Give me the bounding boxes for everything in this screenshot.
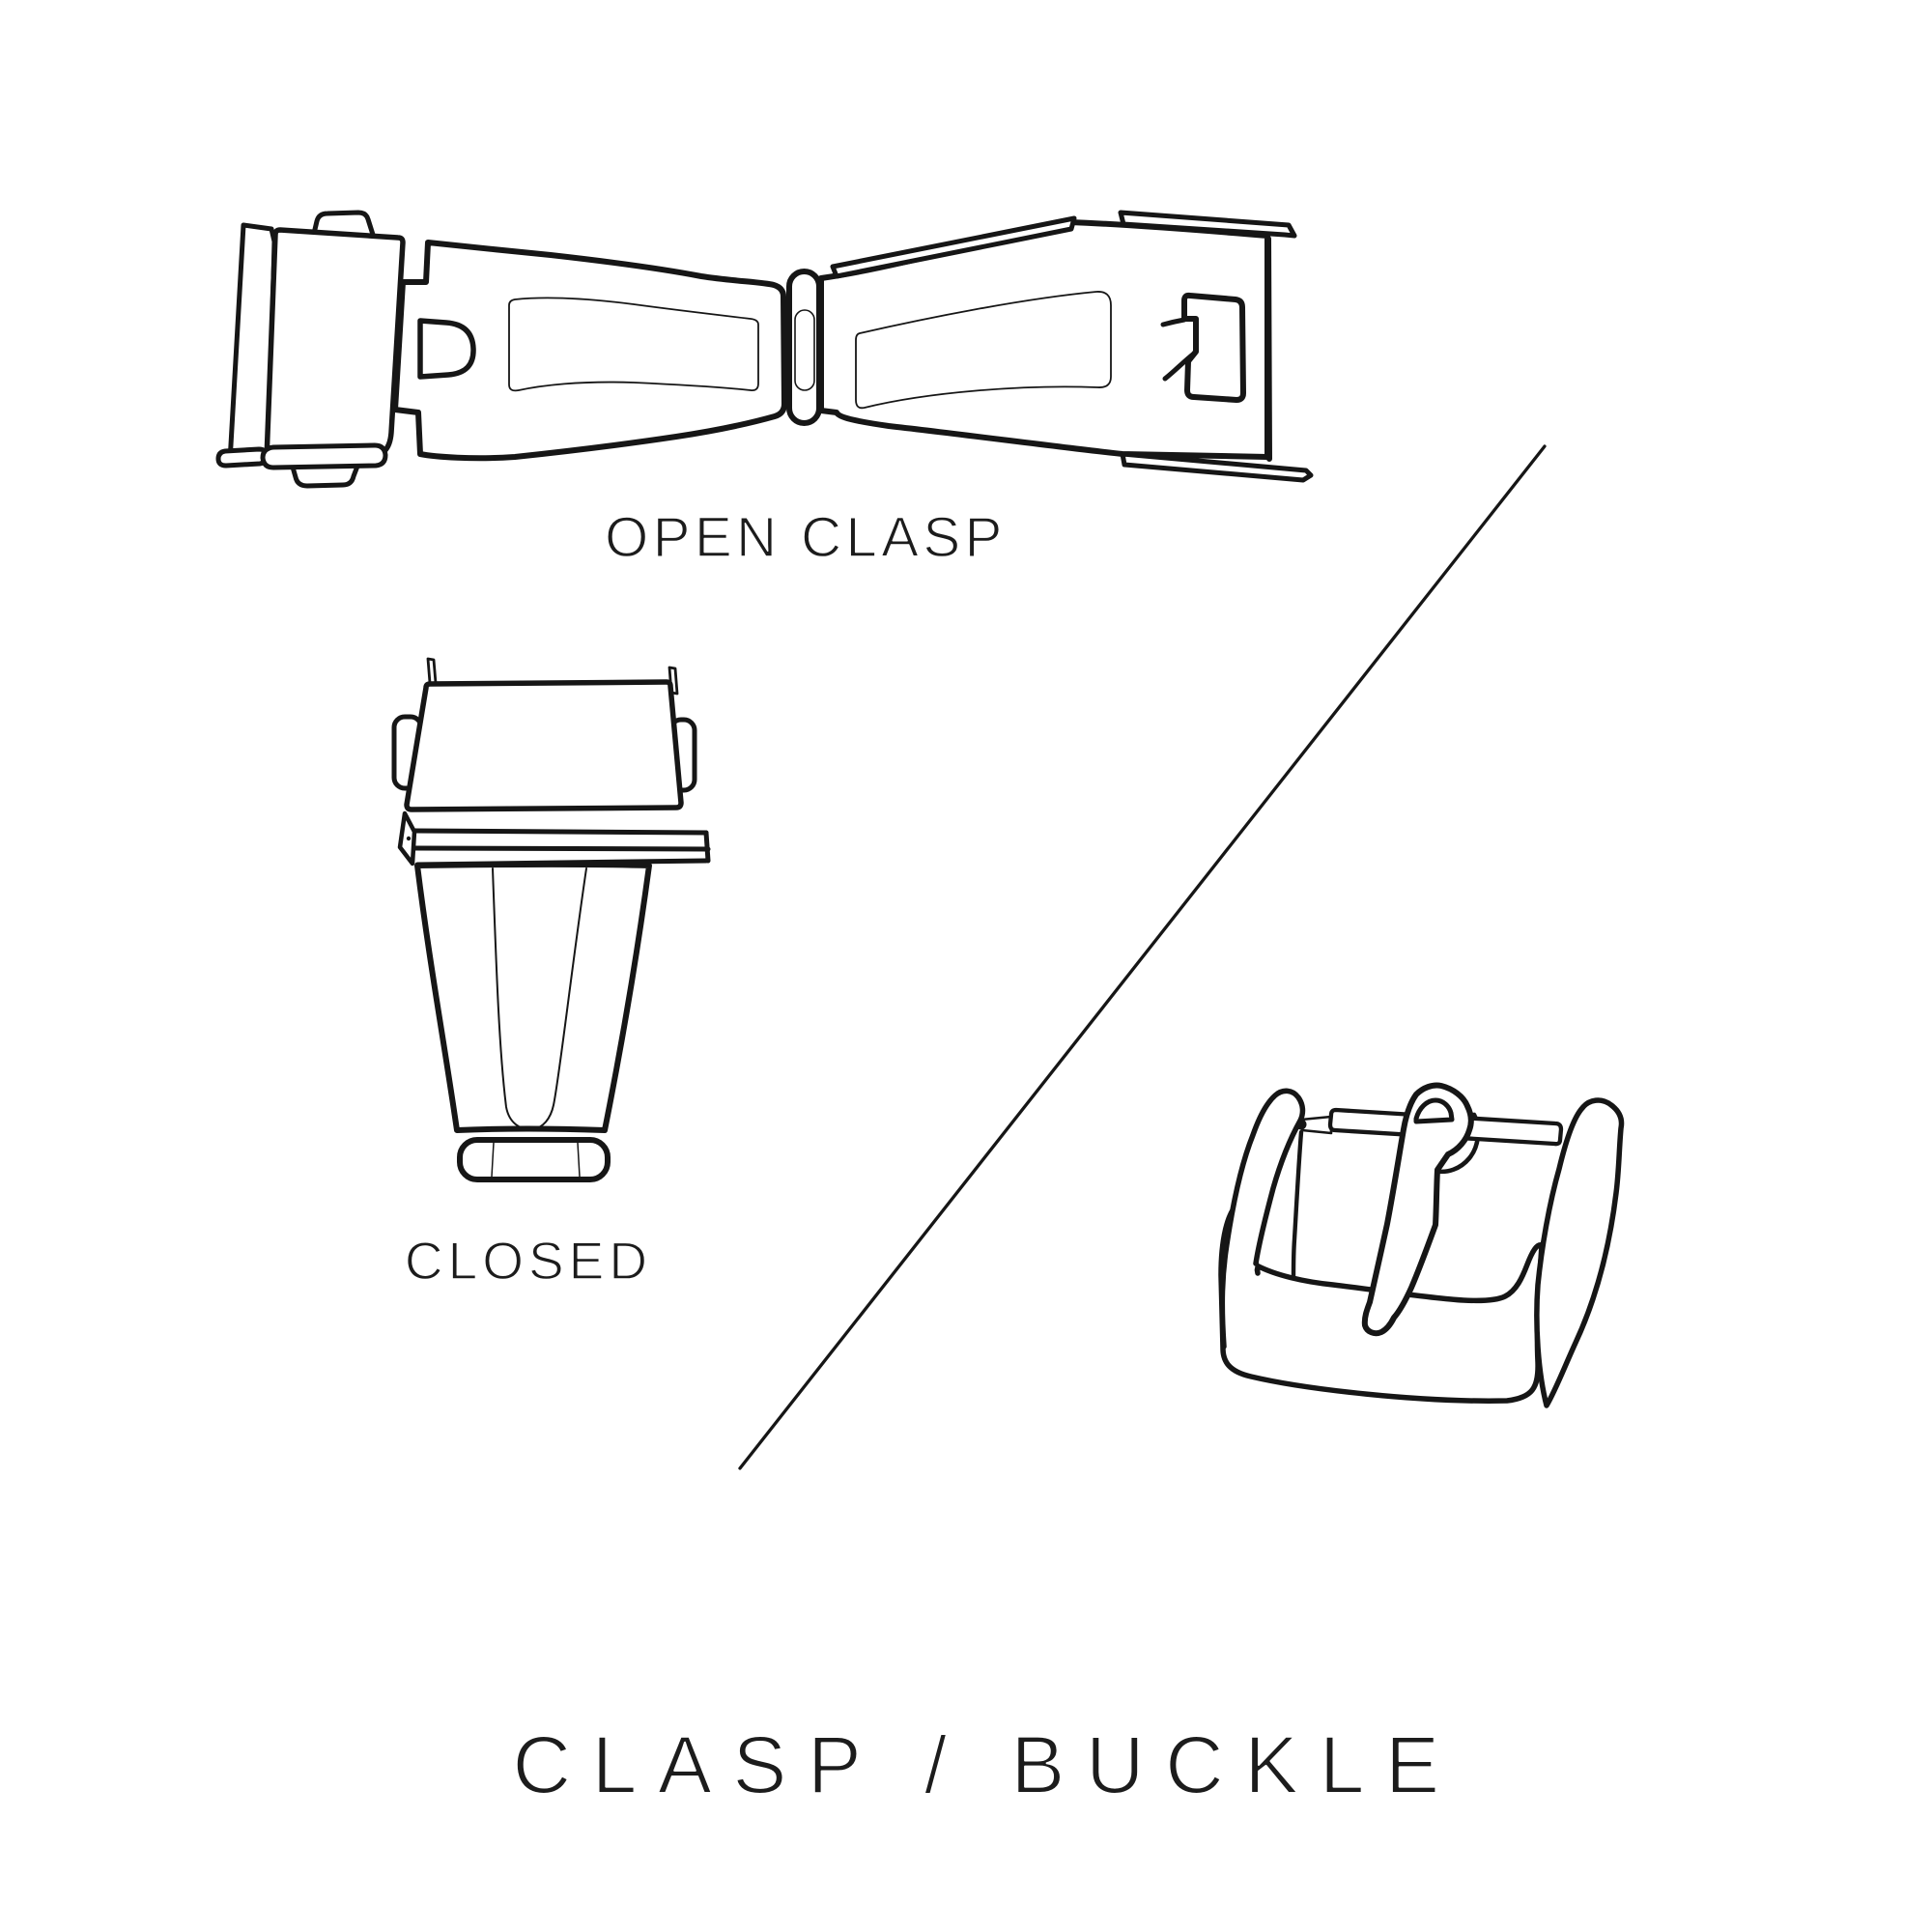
svg-text:CLOSED: CLOSED — [405, 1231, 652, 1291]
svg-text:OPEN CLASP: OPEN CLASP — [605, 506, 1007, 569]
svg-text:CLASP / BUCKLE: CLASP / BUCKLE — [512, 1719, 1460, 1810]
